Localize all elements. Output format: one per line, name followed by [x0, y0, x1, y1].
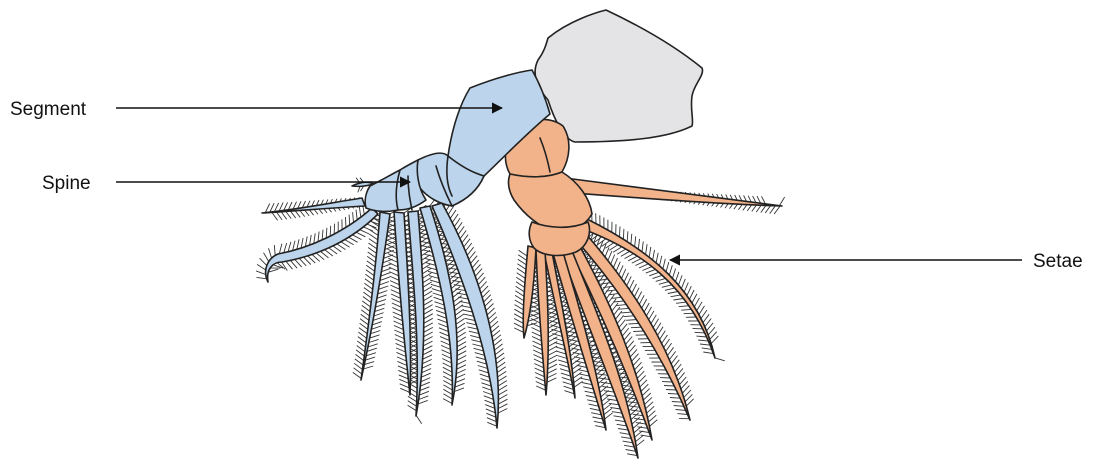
exopod-seta [536, 250, 548, 395]
endopod-seta [432, 203, 498, 428]
endopod-seta [361, 212, 390, 380]
exopod-seta [560, 178, 782, 206]
spine-label: Spine [42, 173, 91, 194]
coxa-plate [535, 10, 702, 142]
endopod-seta [266, 208, 378, 282]
endopod-segment [365, 170, 400, 211]
setae-label: Setae [1033, 251, 1083, 272]
setules-fringe [256, 178, 785, 456]
segment-label: Segment [10, 99, 87, 120]
